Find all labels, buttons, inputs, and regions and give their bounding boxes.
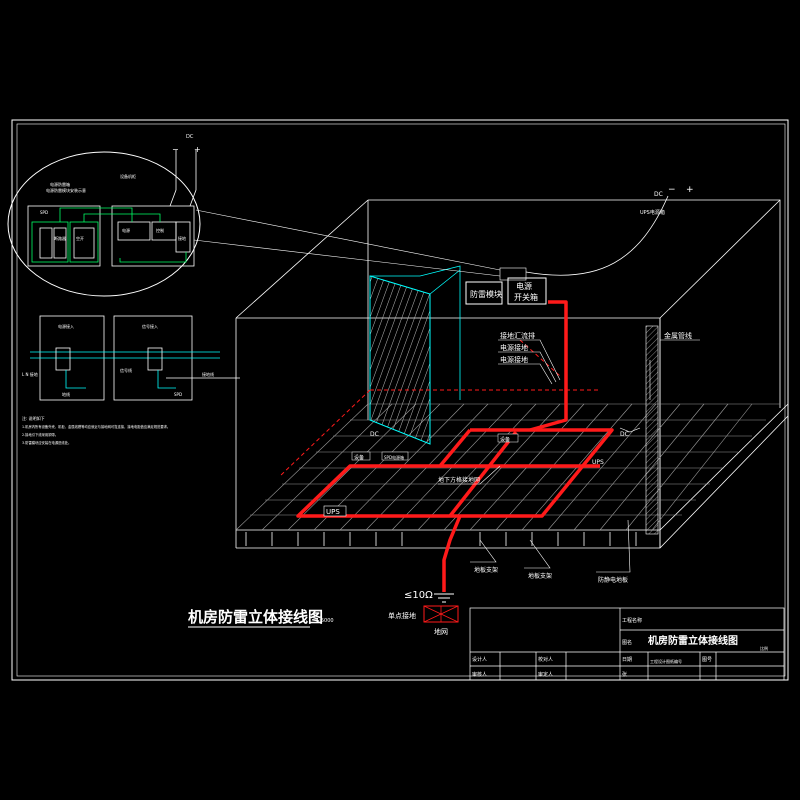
ground-lead-1: 电源接地	[500, 343, 528, 352]
leaders	[438, 339, 700, 573]
under-floor-2: 地板支架	[528, 572, 552, 580]
ups-box	[323, 505, 347, 517]
tb-date: 日期	[622, 657, 632, 663]
power-switch-box	[507, 277, 547, 305]
notes-heading: 注: 说明如下	[22, 415, 45, 421]
spd-box	[381, 451, 409, 461]
lightning-module-box	[465, 281, 503, 305]
dc-right-top: DC	[654, 191, 663, 198]
ground-bar-label: 接地汇流排	[500, 331, 535, 340]
power-box-top-label: 电源	[516, 281, 532, 291]
detail-ellipse	[7, 151, 201, 297]
dc-right-tick	[619, 427, 641, 433]
detail-minus: −	[172, 145, 179, 154]
detail-box1-title: 电源防雷箱	[50, 181, 70, 187]
mini-right-title: 信号接入	[142, 323, 158, 329]
tb-drawing-label: 图名	[622, 639, 632, 646]
eq-mid-label: 设备	[500, 436, 510, 443]
ground-lead-2: 电源接地	[500, 355, 528, 364]
server-cabinet	[369, 275, 431, 445]
red-dashed-lines	[279, 339, 600, 477]
detail-cell-a: SPD	[40, 210, 48, 215]
single-point-label: 单点接地	[388, 611, 416, 620]
floor-grid-label: 地下方格接地网	[438, 476, 480, 484]
tb-checker: 审核人	[472, 671, 487, 678]
ups-right-floor: UPS	[592, 459, 604, 466]
eq-left-box	[351, 451, 371, 461]
power-box-bottom-label: 开关箱	[514, 292, 538, 302]
antistatic-floor: 防静电地板	[598, 576, 628, 584]
title-block	[469, 607, 785, 681]
cabinet-side	[370, 265, 461, 400]
tb-drawing-name: 机房防雷立体接线图	[648, 634, 738, 647]
notes-line1: 1.机房内所有设备外壳、机柜、金属线槽等均应就近与接地网可靠连接，接地电阻值应满…	[22, 424, 170, 429]
tb-sheet: 张	[622, 671, 627, 678]
detail-cell-e: 控制	[156, 227, 164, 233]
dc-right-floor: DC	[620, 431, 629, 438]
detail-plus: +	[194, 145, 201, 154]
tb-footer-code: 工程设计图纸编号	[650, 658, 682, 664]
notes-line3: 3.防雷模块应安装在电源进线处。	[22, 440, 71, 445]
earth-pit-label: 地网	[434, 627, 448, 636]
dc-plus: +	[686, 185, 694, 195]
under-floor-1: 地板支架	[474, 566, 498, 574]
detail-cell-b: 断路器	[54, 235, 66, 241]
mini-right-b: SPD	[174, 392, 182, 397]
dc-minus: −	[668, 185, 676, 195]
notes-line2: 2.接地引下线采用铜带。	[22, 432, 58, 437]
detail-cell-c: 空开	[76, 235, 84, 241]
mini-right-c: 接地线	[202, 371, 214, 377]
detail-box2-title: 设备机柜	[120, 173, 136, 179]
dc-top-floor: DC	[370, 431, 379, 438]
detail-cell-f: 接地	[178, 235, 186, 241]
floor-grid	[235, 403, 780, 531]
dc-cable	[525, 195, 669, 276]
mini-diagrams	[30, 315, 240, 401]
detail-leader-2	[193, 239, 501, 277]
mini-right-a: 信号线	[120, 367, 132, 373]
mini-left-b: 地线	[62, 391, 70, 397]
mini-left-a: L N 接地	[22, 371, 38, 377]
tb-approver: 审定人	[538, 671, 553, 678]
eq-mid-box	[497, 433, 519, 443]
resistance-label: ≤10Ω	[404, 590, 433, 601]
eq-left-label: 设备	[354, 454, 364, 461]
tb-scale-label: 比例	[760, 645, 768, 651]
tb-project-label: 工程名称	[622, 617, 642, 624]
under-floor-supports	[245, 532, 637, 546]
detail-box1-sub: 电源防雷模块安装示意	[46, 187, 86, 193]
dc-right-label: UPS电源箱	[640, 209, 665, 216]
main-title: 机房防雷立体接线图	[188, 608, 323, 626]
metal-pipe-label: 金属管线	[664, 331, 692, 340]
earth-symbol	[434, 593, 454, 603]
room-wireframe	[235, 199, 789, 549]
metal-pipe	[645, 325, 659, 535]
red-ground-network	[296, 300, 614, 592]
mini-left-title: 电源接入	[58, 323, 74, 329]
tb-designer: 设计人	[472, 656, 487, 663]
tb-number-label: 图号	[702, 657, 712, 663]
outer-frame	[11, 119, 789, 681]
detail-cell-d: 电源	[122, 227, 130, 233]
inner-frame	[16, 123, 786, 677]
detail-content	[27, 150, 197, 267]
tb-reviewer: 校对人	[538, 656, 553, 663]
detail-leader-1	[195, 209, 501, 271]
scale-label: 1:5000	[316, 618, 334, 624]
cabinet-edge	[429, 269, 461, 295]
dc-small-box	[499, 267, 527, 281]
lightning-box-label: 防雷模块	[470, 289, 502, 299]
ups-label: UPS	[326, 508, 340, 516]
detail-top-power: DC	[186, 134, 194, 140]
spd-label: SPD电源箱	[384, 454, 404, 460]
